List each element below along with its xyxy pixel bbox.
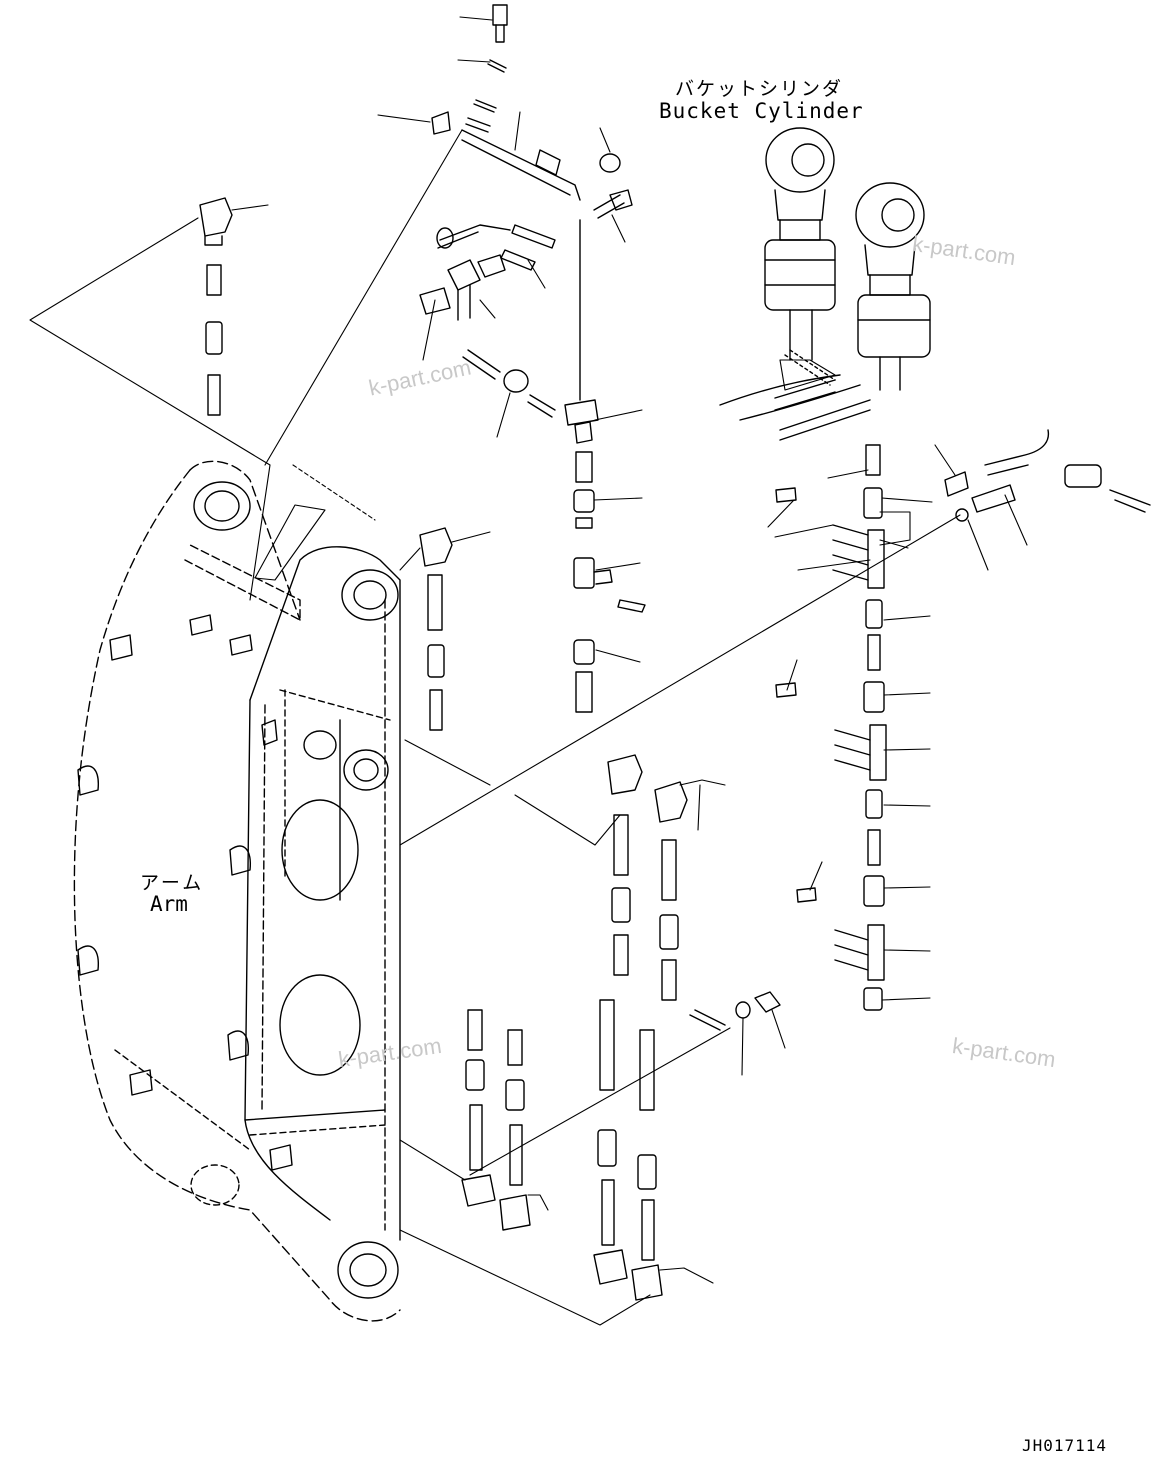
lower-centre-elbows: [607, 754, 781, 1031]
arm-label-en: Arm: [150, 892, 188, 916]
mid-elbow-stack: [419, 527, 453, 731]
right-hose-adapter: [944, 429, 1151, 522]
arm-label-jp: アーム: [140, 872, 205, 894]
bucket-cylinder-right: [855, 182, 931, 391]
bottom-fitting-stacks: [461, 999, 663, 1301]
centre-fitting-stack: [573, 451, 646, 713]
arm-body: [73, 460, 401, 1322]
upper-clamp-assembly: [419, 4, 633, 444]
bucket-cylinder-hoses: [719, 349, 871, 441]
left-elbow-stack: [199, 197, 233, 416]
bucket-cylinder-label-jp: バケットシリンダ: [675, 78, 844, 100]
leader-lines: [29, 16, 1028, 1326]
bucket-cylinder-label-en: Bucket Cylinder: [659, 99, 864, 123]
bucket-cylinder-left: [764, 127, 836, 361]
right-distributor-stack: [775, 444, 887, 1011]
drawing-code: JH017114: [1022, 1436, 1108, 1455]
